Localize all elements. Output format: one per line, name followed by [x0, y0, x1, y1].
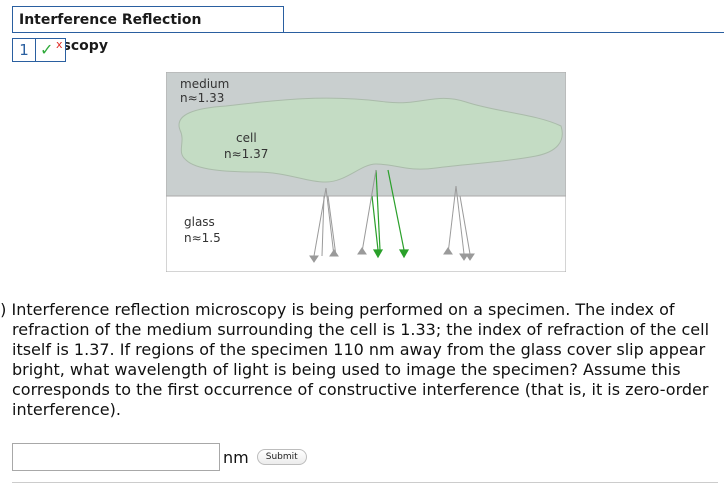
- glass-label: glass: [184, 215, 215, 229]
- question-block: 1) Interference reflection microscopy is…: [0, 300, 716, 420]
- title-divider: [12, 32, 724, 33]
- answer-row: nm Submit: [12, 443, 307, 471]
- answer-input[interactable]: [12, 443, 220, 471]
- question-text: 1) Interference reflection microscopy is…: [0, 300, 710, 419]
- irm-diagram: medium n≈1.33 cell n≈1.37 glass n≈1.5: [165, 71, 567, 273]
- ray-pair-right: [443, 185, 475, 261]
- question-number-button[interactable]: 1: [12, 38, 36, 62]
- submit-button[interactable]: Submit: [256, 449, 307, 465]
- cell-shape: [178, 97, 563, 183]
- question-nav: 1 ✓ x: [12, 38, 66, 62]
- medium-label: medium: [180, 77, 229, 91]
- question-status[interactable]: ✓ x: [36, 38, 66, 62]
- ray-pair-green: [371, 169, 410, 259]
- page-title: Interference Reflection Microscopy: [12, 6, 284, 54]
- medium-index: n≈1.33: [180, 91, 224, 105]
- glass-region: [165, 195, 567, 273]
- bottom-divider: [12, 482, 718, 483]
- cross-icon: x: [56, 38, 63, 51]
- cell-label: cell: [236, 131, 257, 145]
- ray-pair-green-gray: [357, 169, 377, 255]
- unit-label: nm: [223, 447, 249, 467]
- check-icon: ✓: [40, 40, 54, 59]
- glass-index: n≈1.5: [184, 231, 221, 245]
- ray-pair-left: [309, 187, 339, 263]
- cell-index: n≈1.37: [224, 147, 268, 161]
